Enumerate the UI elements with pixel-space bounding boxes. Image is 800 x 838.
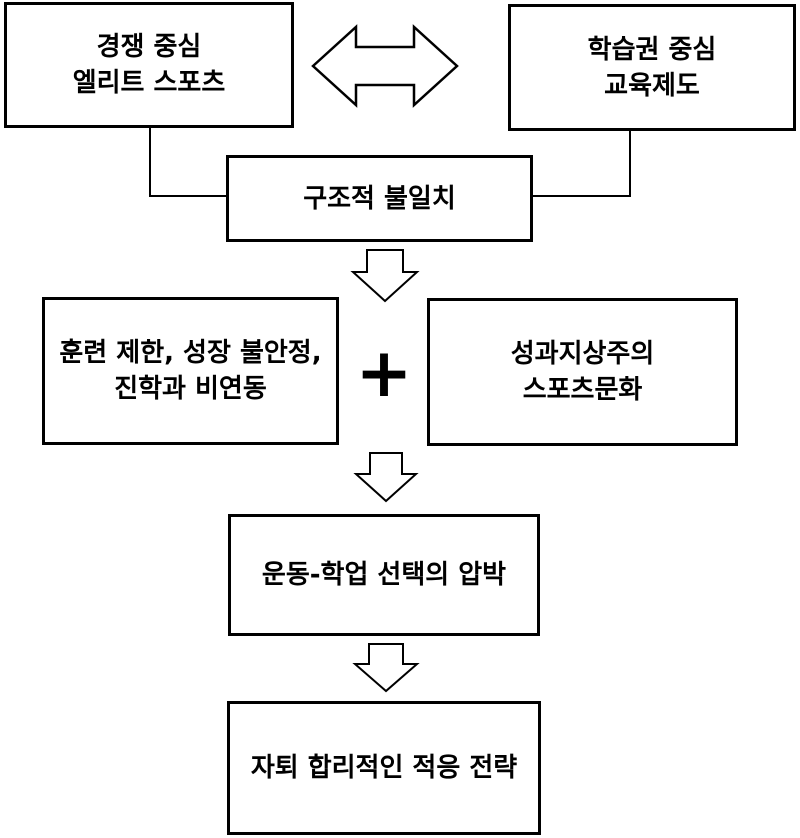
box-competition-elite-sports: 경쟁 중심 엘리트 스포츠 [4,2,294,128]
box-pressure-label: 운동-학업 선택의 압박 [262,557,506,593]
box-mismatch-label: 구조적 불일치 [303,181,456,217]
plus-operator-icon: + [356,334,413,413]
connector-competition-to-mismatch [149,128,226,197]
label-line: 자퇴 합리적인 적응 전략 [250,753,518,783]
double-arrow-icon [311,24,459,108]
box-exercise-study-pressure: 운동-학업 선택의 압박 [228,514,540,636]
label-line: 운동-학업 선택의 압박 [261,560,507,590]
label-line: 교육제도 [604,70,700,101]
label-line: 진학과 비연동 [114,374,267,404]
label-line: 성과지상주의 [510,339,655,369]
label-line: 경쟁 중심 [96,32,202,62]
box-performance-culture: 성과지상주의 스포츠문화 [427,298,738,446]
box-training-constraints: 훈련 제한, 성장 불안정, 진학과 비연동 [42,297,339,445]
down-arrow-icon [350,249,420,303]
box-strategy-label: 자퇴 합리적인 적응 전략 [251,750,517,786]
box-education-label: 학습권 중심 교육제도 [588,32,717,104]
down-arrow-icon [353,452,419,503]
box-learning-rights-education: 학습권 중심 교육제도 [508,4,796,131]
box-culture-label: 성과지상주의 스포츠문화 [511,336,655,408]
label-line: 엘리트 스포츠 [72,68,226,98]
label-line: 훈련 제한, 성장 불안정, [59,338,322,368]
label-line: 스포츠문화 [522,375,643,405]
box-structural-mismatch: 구조적 불일치 [226,155,533,242]
label-line: 구조적 불일치 [303,183,456,214]
box-competition-label: 경쟁 중심 엘리트 스포츠 [73,29,226,101]
down-arrow-icon [352,643,420,693]
label-line: 학습권 중심 [587,34,717,65]
box-constraints-label: 훈련 제한, 성장 불안정, 진학과 비연동 [59,335,321,407]
box-dropout-strategy: 자퇴 합리적인 적응 전략 [227,701,541,835]
connector-education-to-mismatch [533,131,631,197]
